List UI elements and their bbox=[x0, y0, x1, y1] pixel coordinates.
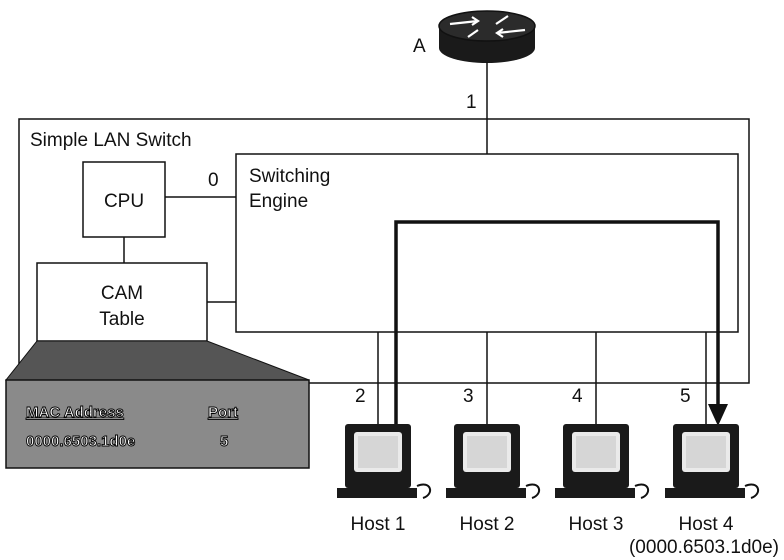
switch-title: Simple LAN Switch bbox=[30, 130, 192, 151]
cpu-box bbox=[82, 161, 166, 238]
port-1-label: 1 bbox=[466, 92, 477, 113]
host-3-label: Host 3 bbox=[569, 514, 624, 535]
frame-path-arrowhead-icon bbox=[708, 404, 728, 426]
router-a bbox=[438, 10, 536, 63]
host-4-mac-label: (0000.6503.1d0e) bbox=[629, 537, 779, 558]
frame-path bbox=[394, 220, 720, 430]
cam-label-line1: CAM bbox=[101, 283, 143, 304]
host-3: Host 3 bbox=[555, 424, 650, 535]
host-1: Host 1 bbox=[337, 424, 432, 535]
cam-table-cell-mac: 0000.6503.1d0e bbox=[26, 433, 135, 450]
host-4: Host 4 bbox=[665, 424, 760, 535]
port-0-label: 0 bbox=[208, 170, 219, 191]
router-label: A bbox=[413, 36, 426, 57]
cam-table-header-port: Port bbox=[208, 404, 238, 421]
host-2-label: Host 2 bbox=[460, 514, 515, 535]
cam-label-line2: Table bbox=[99, 309, 144, 330]
switching-engine-box bbox=[235, 153, 739, 333]
engine-label-line2: Engine bbox=[249, 191, 308, 212]
desktop-computer-icon bbox=[555, 424, 650, 499]
cam-box bbox=[36, 262, 208, 342]
cam-table-header-mac: MAC Address bbox=[26, 404, 124, 421]
cpu-label: CPU bbox=[104, 191, 144, 212]
engine-label-line1: Switching bbox=[249, 166, 330, 187]
router-arrows-icon bbox=[449, 15, 526, 38]
desktop-computer-icon bbox=[665, 424, 760, 499]
host-2: Host 2 bbox=[446, 424, 541, 535]
cam-zoom-wedge bbox=[4, 340, 310, 381]
port-2-label: 2 bbox=[355, 386, 366, 407]
port-4-label: 4 bbox=[572, 386, 583, 407]
port-3-label: 3 bbox=[463, 386, 474, 407]
switch-outline bbox=[18, 118, 750, 384]
port-5-label: 5 bbox=[680, 386, 691, 407]
host-4-label: Host 4 bbox=[679, 514, 734, 535]
cam-table-detail bbox=[5, 379, 310, 469]
desktop-computer-icon bbox=[446, 424, 541, 499]
host-1-label: Host 1 bbox=[351, 514, 406, 535]
cam-table-cell-port: 5 bbox=[220, 433, 228, 450]
desktop-computer-icon bbox=[337, 424, 432, 499]
